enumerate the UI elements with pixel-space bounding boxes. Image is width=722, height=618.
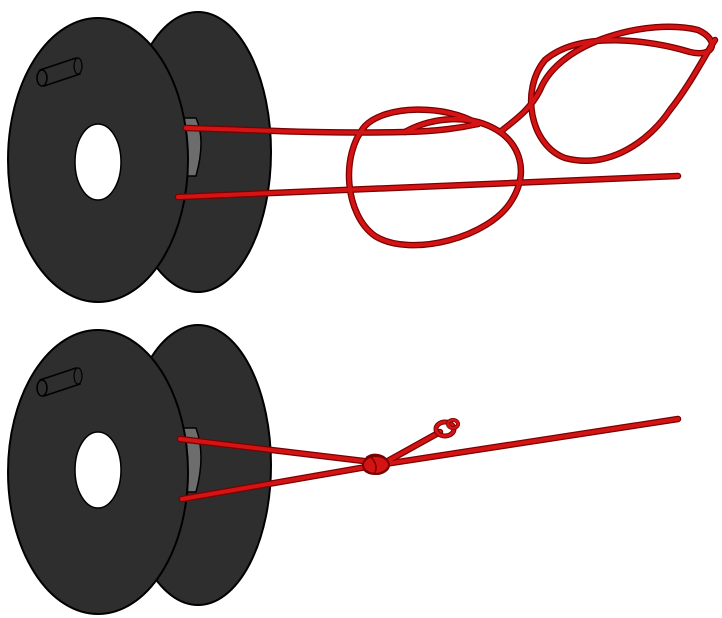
tightened-knot xyxy=(363,455,389,474)
panel-bottom-tightened-knot xyxy=(8,325,678,614)
spool-center-hole xyxy=(75,124,121,200)
spool-bottom xyxy=(8,325,271,614)
panel-top-loose-knot xyxy=(8,12,715,302)
stopper-knot xyxy=(436,420,458,436)
spool-center-hole xyxy=(75,432,121,508)
spool-top xyxy=(8,12,271,302)
